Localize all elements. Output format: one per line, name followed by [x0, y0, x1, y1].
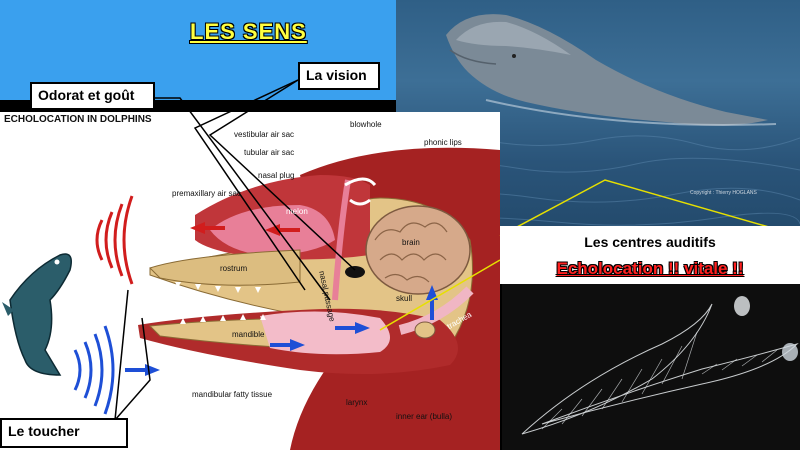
photo-credit: Copyright : Thierry HOGLANS	[690, 190, 757, 196]
label-nasal-plug: nasal plug	[258, 171, 295, 180]
label-mandibular-fatty-tissue: mandibular fatty tissue	[192, 390, 273, 399]
dolphin-scan-drawing	[521, 296, 799, 435]
label-mandible: mandible	[232, 330, 265, 339]
label-brain: brain	[402, 238, 420, 247]
callout-vision: La vision	[298, 62, 380, 90]
label-inner-ear: inner ear (bulla)	[396, 412, 453, 421]
label-vestibular-air-sac: vestibular air sac	[234, 130, 295, 139]
label-larynx: larynx	[346, 398, 368, 407]
auditory-heading: Les centres auditifs	[584, 234, 716, 250]
label-premaxillary-air-sac: premaxillary air sac	[172, 189, 241, 198]
fish-icon	[2, 253, 72, 376]
diagram-title: ECHOLOCATION IN DOLPHINS	[4, 114, 152, 125]
label-blowhole: blowhole	[350, 120, 382, 129]
label-tubular-air-sac: tubular air sac	[244, 148, 295, 157]
echolocation-vital-text: Echolocation !! vitale !!	[556, 259, 744, 278]
label-skull: skull	[396, 294, 413, 303]
auditory-caption-panel	[500, 226, 800, 284]
callout-touch: Le toucher	[0, 418, 128, 448]
auditory-scan-image	[502, 284, 800, 450]
callout-smell-taste: Odorat et goût	[30, 82, 155, 110]
label-rostrum: rostrum	[220, 264, 248, 273]
page-title: LES SENS	[190, 19, 307, 44]
label-phonic-lips: phonic lips	[424, 138, 462, 147]
label-melon: melon	[286, 207, 308, 216]
